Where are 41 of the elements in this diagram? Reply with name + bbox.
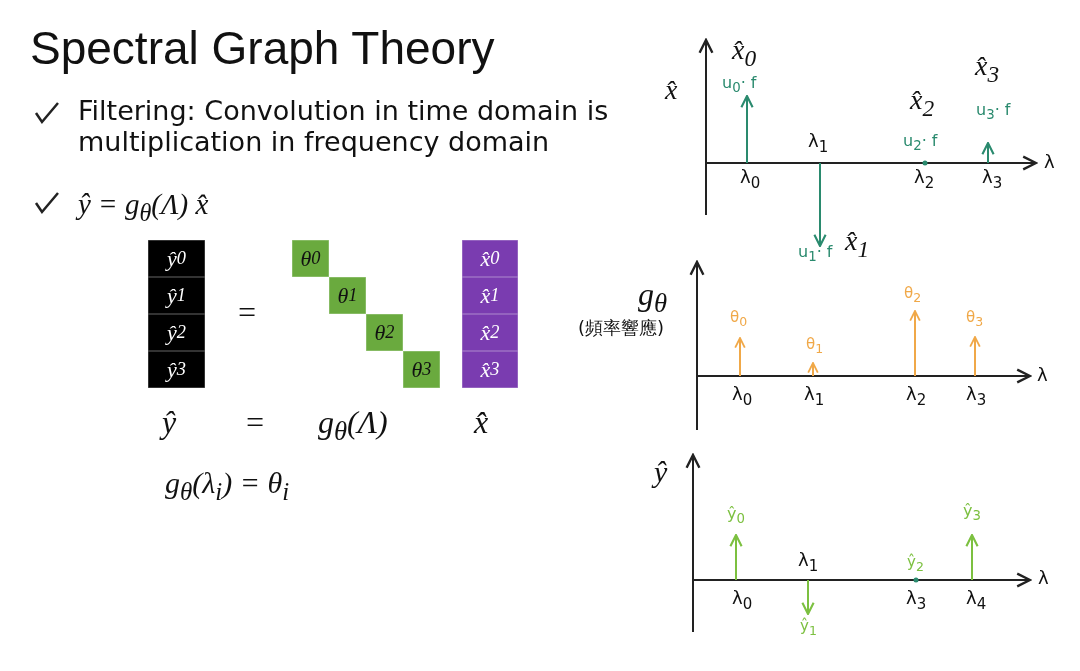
point-label: u$_{3}$· f <box>976 101 1011 123</box>
tick-label: λ$_{1}$ <box>798 550 819 575</box>
tick-label: λ$_{0}$ <box>740 167 761 192</box>
point-label: x̂$_{3}$ <box>975 50 1000 88</box>
tick-label: λ$_{3}$ <box>906 588 927 613</box>
tick-label: λ$_{0}$ <box>732 384 753 409</box>
point-label: θ$_{2}$ <box>904 285 922 306</box>
point-label: ŷ$_{2}$ <box>907 554 924 575</box>
tick-label: λ$_{3}$ <box>982 167 1003 192</box>
equation: g$_{θ}$(λ$_{i}$) = θ$_{i}$ <box>165 466 290 507</box>
point-label: u$_{2}$· f <box>903 132 938 154</box>
axis-label: λ <box>1038 568 1049 589</box>
point-label: u$_{1}$· f <box>798 243 833 265</box>
equation-term: x̂ <box>474 404 489 441</box>
point-label: u$_{0}$· f <box>722 74 757 96</box>
point-label: x̂$_{2}$ <box>910 84 935 122</box>
axis-label: λ <box>1037 365 1048 386</box>
point-label: ŷ$_{1}$ <box>800 618 817 639</box>
axis-label: x̂ <box>665 74 678 107</box>
tick-label: λ$_{0}$ <box>732 588 753 613</box>
point-label: x̂$_{1}$ <box>845 225 870 263</box>
point-label: θ$_{3}$ <box>966 309 984 330</box>
equals-sign: = <box>236 294 258 331</box>
slide-title: Spectral Graph Theory <box>30 22 495 75</box>
bullet-text: Filtering: Convolution in time domain is multiplication in frequency domain <box>78 95 610 158</box>
tick-label: λ$_{4}$ <box>966 588 987 613</box>
tick-label: λ$_{1}$ <box>804 384 825 409</box>
tick-label: λ$_{2}$ <box>914 167 935 192</box>
equals-sign: = <box>244 404 266 441</box>
point-label: θ$_{1}$ <box>806 336 824 357</box>
axis-label: (頻率響應) <box>578 318 665 339</box>
axis-label: λ <box>1044 152 1055 173</box>
tick-label: λ$_{3}$ <box>966 384 987 409</box>
point-label: x̂$_{0}$ <box>732 34 757 72</box>
point-label: ŷ$_{0}$ <box>727 505 745 527</box>
equation-term: g$_{θ}$(Λ) <box>318 404 388 448</box>
axis-label: g$_{θ}$ <box>638 276 668 319</box>
point-label: ŷ$_{3}$ <box>963 502 981 524</box>
tick-label: λ$_{2}$ <box>906 384 927 409</box>
tick-label: λ$_{1}$ <box>808 131 829 156</box>
point-label: θ$_{0}$ <box>730 309 748 330</box>
